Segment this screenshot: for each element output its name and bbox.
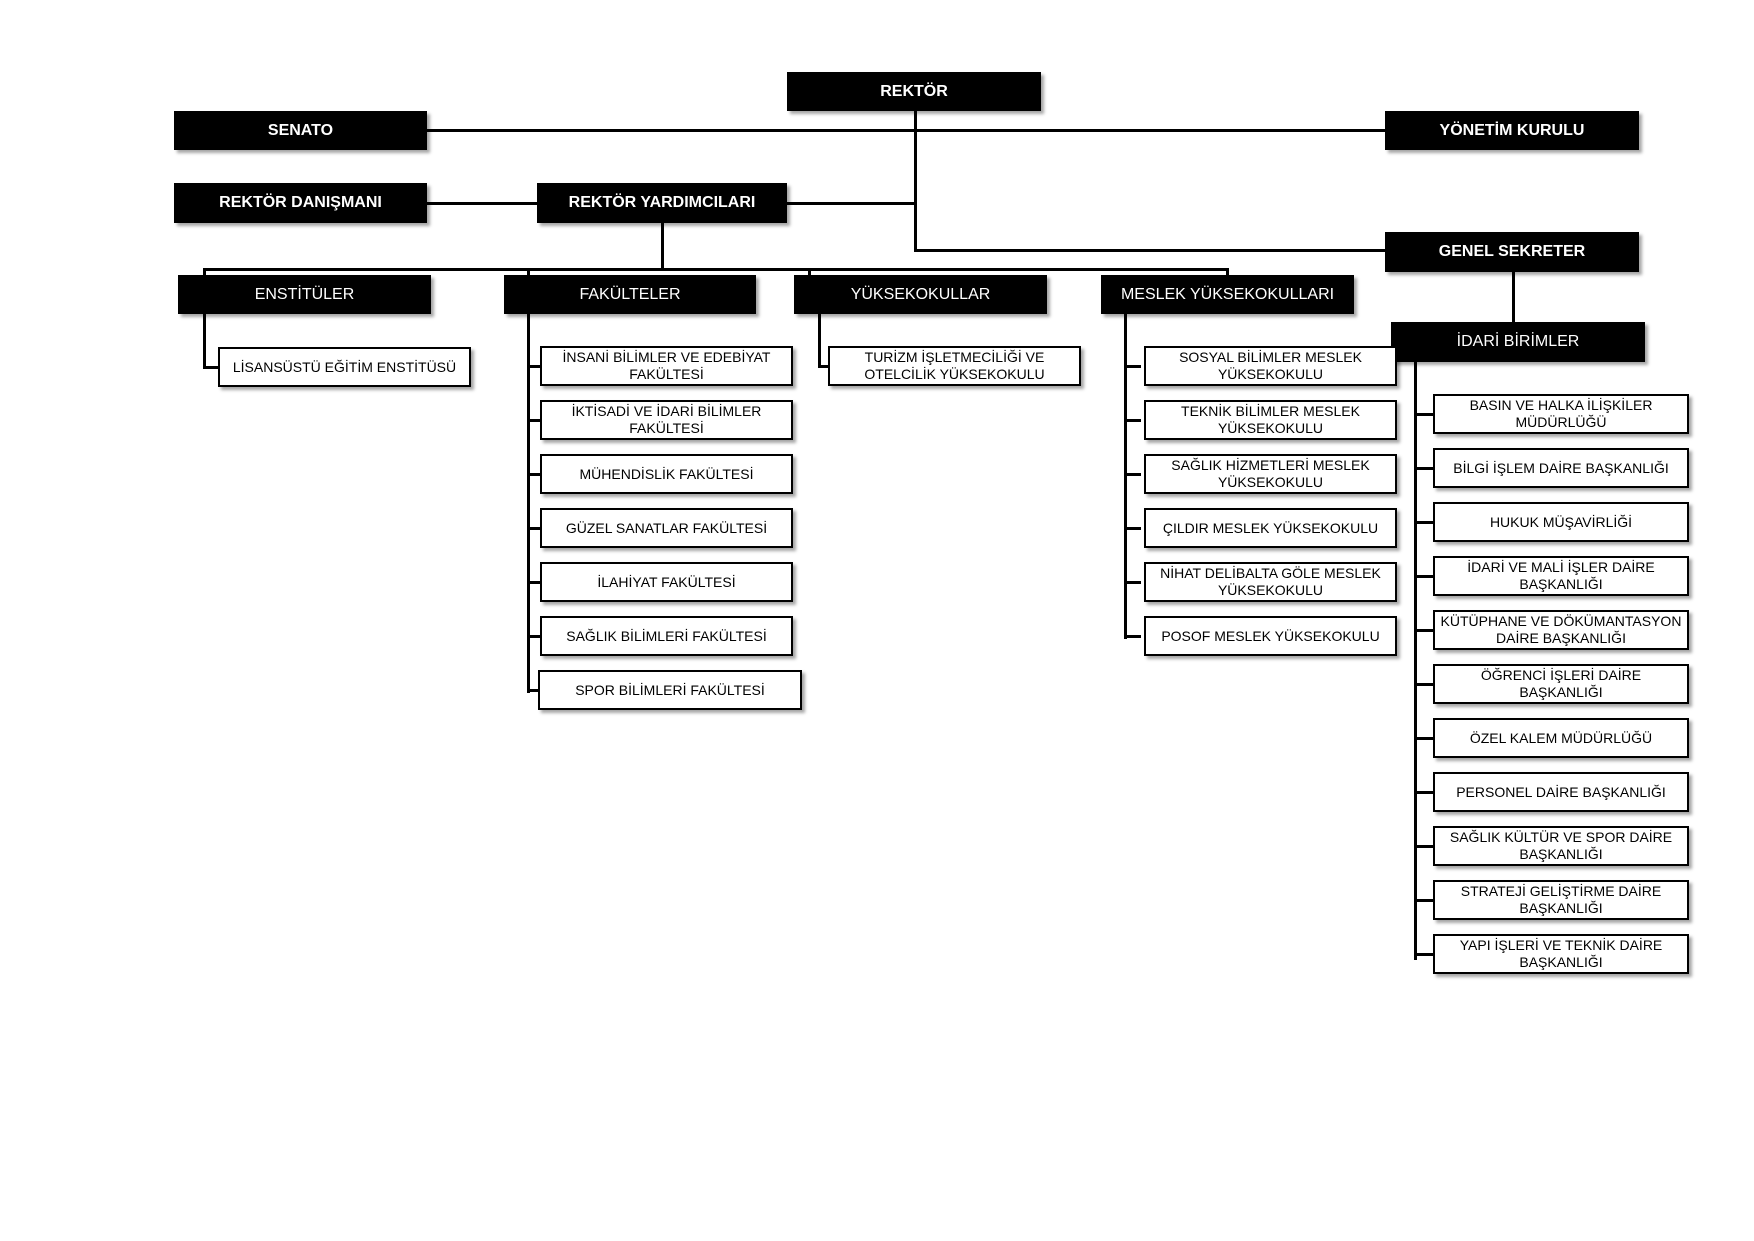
connector-line xyxy=(427,202,537,205)
rektor-danismani-box: REKTÖR DANIŞMANI xyxy=(174,183,427,223)
connector-line xyxy=(914,249,1385,252)
connector-line xyxy=(1414,791,1433,794)
unit-box: İKTİSADİ VE İDARİ BİLİMLER FAKÜLTESİ xyxy=(540,400,793,440)
unit-box: HUKUK MÜŞAVİRLİĞİ xyxy=(1433,502,1689,542)
connector-line xyxy=(1512,272,1515,322)
connector-line xyxy=(1124,635,1141,638)
connector-line xyxy=(661,223,664,270)
connector-line xyxy=(1124,314,1127,639)
connector-line xyxy=(1414,575,1433,578)
connector-line xyxy=(1124,581,1141,584)
connector-line xyxy=(787,202,917,205)
connector-line xyxy=(1414,845,1433,848)
connector-line xyxy=(203,366,219,369)
unit-box: TEKNİK BİLİMLER MESLEK YÜKSEKOKULU xyxy=(1144,400,1397,440)
yuksekokullar-box: YÜKSEKOKULLAR xyxy=(794,275,1047,314)
connector-line xyxy=(1124,473,1141,476)
connector-line xyxy=(427,129,1385,132)
enstituler-box: ENSTİTÜLER xyxy=(178,275,431,314)
connector-line xyxy=(527,268,530,276)
unit-box: BASIN VE HALKA İLİŞKİLER MÜDÜRLÜĞÜ xyxy=(1433,394,1689,434)
unit-box: ÖZEL KALEM MÜDÜRLÜĞÜ xyxy=(1433,718,1689,758)
unit-box: ÖĞRENCİ İŞLERİ DAİRE BAŞKANLIĞI xyxy=(1433,664,1689,704)
unit-box: LİSANSÜSTÜ EĞİTİM ENSTİTÜSÜ xyxy=(218,347,471,387)
connector-line xyxy=(527,527,541,530)
unit-box: BİLGİ İŞLEM DAİRE BAŞKANLIĞI xyxy=(1433,448,1689,488)
connector-line xyxy=(914,111,917,252)
connector-line xyxy=(527,419,541,422)
meslek-yuksekokullari-box: MESLEK YÜKSEKOKULLARI xyxy=(1101,275,1354,314)
connector-line xyxy=(1124,365,1141,368)
connector-line xyxy=(527,689,541,692)
connector-line xyxy=(1414,467,1433,470)
connector-line xyxy=(1414,737,1433,740)
unit-box: İDARİ VE MALİ İŞLER DAİRE BAŞKANLIĞI xyxy=(1433,556,1689,596)
unit-box: MÜHENDİSLİK FAKÜLTESİ xyxy=(540,454,793,494)
connector-line xyxy=(527,473,541,476)
connector-line xyxy=(527,365,541,368)
genel-sekreter-box: GENEL SEKRETER xyxy=(1385,232,1639,272)
connector-line xyxy=(1414,521,1433,524)
connector-line xyxy=(818,314,821,368)
rektor-yardimcilari-box: REKTÖR YARDIMCILARI xyxy=(537,183,787,223)
connector-line xyxy=(808,268,811,276)
unit-box: SPOR BİLİMLERİ FAKÜLTESİ xyxy=(538,670,802,710)
unit-box: STRATEJİ GELİŞTİRME DAİRE BAŞKANLIĞI xyxy=(1433,880,1689,920)
connector-line xyxy=(203,314,206,368)
connector-line xyxy=(527,314,530,693)
unit-box: YAPI İŞLERİ VE TEKNİK DAİRE BAŞKANLIĞI xyxy=(1433,934,1689,974)
connector-line xyxy=(818,365,832,368)
connector-line xyxy=(527,581,541,584)
unit-box: İNSANİ BİLİMLER VE EDEBİYAT FAKÜLTESİ xyxy=(540,346,793,386)
rektor-box: REKTÖR xyxy=(787,72,1041,111)
connector-line xyxy=(203,268,1229,271)
unit-box: POSOF MESLEK YÜKSEKOKULU xyxy=(1144,616,1397,656)
unit-box: ÇILDIR MESLEK YÜKSEKOKULU xyxy=(1144,508,1397,548)
unit-box: TURİZM İŞLETMECİLİĞİ VE OTELCİLİK YÜKSEK… xyxy=(828,346,1081,386)
connector-line xyxy=(527,635,541,638)
unit-box: KÜTÜPHANE VE DÖKÜMANTASYON DAİRE BAŞKANL… xyxy=(1433,610,1689,650)
unit-box: SAĞLIK HİZMETLERİ MESLEK YÜKSEKOKULU xyxy=(1144,454,1397,494)
connector-line xyxy=(1414,629,1433,632)
connector-line xyxy=(1414,899,1433,902)
connector-line xyxy=(1414,953,1433,956)
unit-box: GÜZEL SANATLAR FAKÜLTESİ xyxy=(540,508,793,548)
connector-line xyxy=(1414,362,1417,960)
unit-box: SAĞLIK KÜLTÜR VE SPOR DAİRE BAŞKANLIĞI xyxy=(1433,826,1689,866)
connector-line xyxy=(1414,683,1433,686)
unit-box: NİHAT DELİBALTA GÖLE MESLEK YÜKSEKOKULU xyxy=(1144,562,1397,602)
unit-box: PERSONEL DAİRE BAŞKANLIĞI xyxy=(1433,772,1689,812)
unit-box: SAĞLIK BİLİMLERİ FAKÜLTESİ xyxy=(540,616,793,656)
idari-birimler-box: İDARİ BİRİMLER xyxy=(1391,322,1645,362)
connector-line xyxy=(1124,527,1141,530)
senato-box: SENATO xyxy=(174,111,427,150)
fakulteler-box: FAKÜLTELER xyxy=(504,275,756,314)
connector-line xyxy=(1226,268,1229,276)
yonetim-kurulu-box: YÖNETİM KURULU xyxy=(1385,111,1639,150)
unit-box: SOSYAL BİLİMLER MESLEK YÜKSEKOKULU xyxy=(1144,346,1397,386)
unit-box: İLAHİYAT FAKÜLTESİ xyxy=(540,562,793,602)
connector-line xyxy=(203,268,206,276)
connector-line xyxy=(1414,413,1433,416)
connector-line xyxy=(1124,419,1141,422)
